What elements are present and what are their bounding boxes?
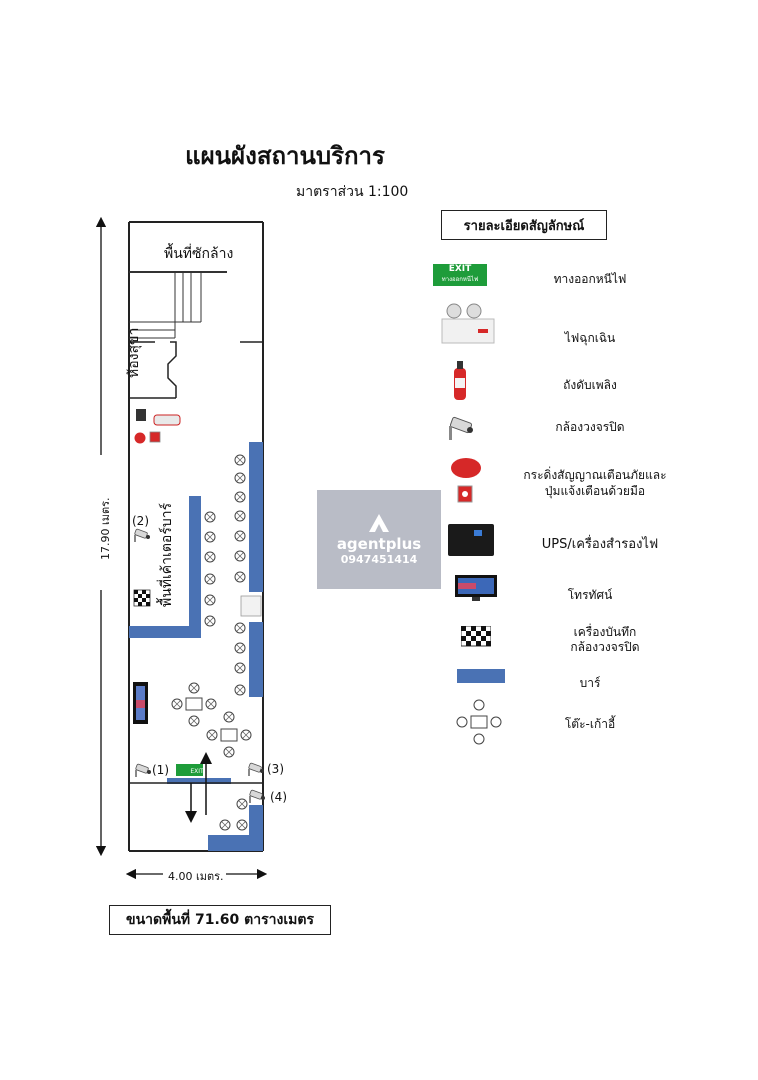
laundry-area [129,271,227,339]
exit-sign-icon: EXIT [176,764,204,776]
laundry-label: พื้นที่ซักล้าง [164,246,234,262]
scale-label: มาตราส่วน 1:100 [296,184,409,200]
counter-area-label: พื้นที่เค้าเตอร์บาร์ [159,502,175,607]
legend-alarm-label: กระดิ่งสัญญาณเตือนภัยและ ปุ่มแจ้งเตือนด้… [523,468,667,498]
dvr-recorder-icon [133,589,151,607]
tables [171,682,252,758]
emergency-light-icon [136,409,146,421]
emergency-light-icon [441,303,495,344]
camera-label-2: (2) [132,514,149,528]
legend-camera-label: กล้องวงจรปิด [555,420,625,434]
legend-ups-label: UPS/เครื่องสำรองไฟ [541,537,659,552]
legend-tv-label: โทรทัศน์ [567,588,613,602]
alarm-button-icon [149,431,161,443]
camera-label-4: (4) [270,790,287,804]
fire-extinguisher-icon [153,414,181,426]
watermark-phone: 0947451414 [340,553,418,566]
legend-table-label: โต๊ะ-เก้าอี้ [564,717,616,731]
entrance-arrows [185,752,212,823]
cctv-camera-icon [134,763,152,778]
legend-exit-label: ทางออกหนีไฟ [553,272,627,286]
ups-icon [240,595,262,617]
dimension-lines [95,216,268,880]
cctv-camera-icon [247,762,265,777]
alarm-bell-icon [134,432,146,444]
camera-label-1: (1) [152,763,169,777]
agentplus-logo-icon [369,514,389,532]
table-chairs-icon [456,699,502,745]
toilet-room [129,341,263,399]
legend-dvr-label: เครื่องบันทึก กล้องวงจรปิด [570,625,640,654]
devices [133,589,262,724]
tv-icon [455,575,497,601]
height-dimension-label: 17.90 เมตร. [99,497,112,560]
cctv-camera-icon [133,528,151,543]
watermark-name: agentplus [336,535,422,553]
dvr-recorder-icon [461,626,491,647]
legend-bar-label: บาร์ [579,676,601,690]
bar-counters [129,442,263,851]
wall-equipment [134,409,181,444]
watermark: agentplus 0947451414 [317,490,441,589]
area-summary: ขนาดพื้นที่ 71.60 ตารางเมตร [109,905,331,935]
fire-extinguisher-icon [454,361,466,400]
page-title: แผนผังสถานบริการ [185,142,385,170]
cctv-camera-icon [449,416,473,440]
legend-extinguisher-label: ถังดับเพลิง [563,378,617,392]
toilet-label: ห้องสุขา [126,327,142,378]
bar-counter-icon [457,669,505,683]
stools [204,454,248,831]
legend-heading: รายละเอียดสัญลักษณ์ [441,210,607,240]
legend-emergency-light-label: ไฟฉุกเฉิน [564,331,616,345]
svg-text:EXIT: EXIT [190,768,204,775]
alarm-bell-icon [451,458,481,503]
width-dimension-label: 4.00 เมตร. [168,870,224,883]
exit-sign-icon: EXIT ทางออกหนีไฟ [433,264,487,286]
ups-icon [448,524,494,556]
camera-label-3: (3) [267,762,284,776]
